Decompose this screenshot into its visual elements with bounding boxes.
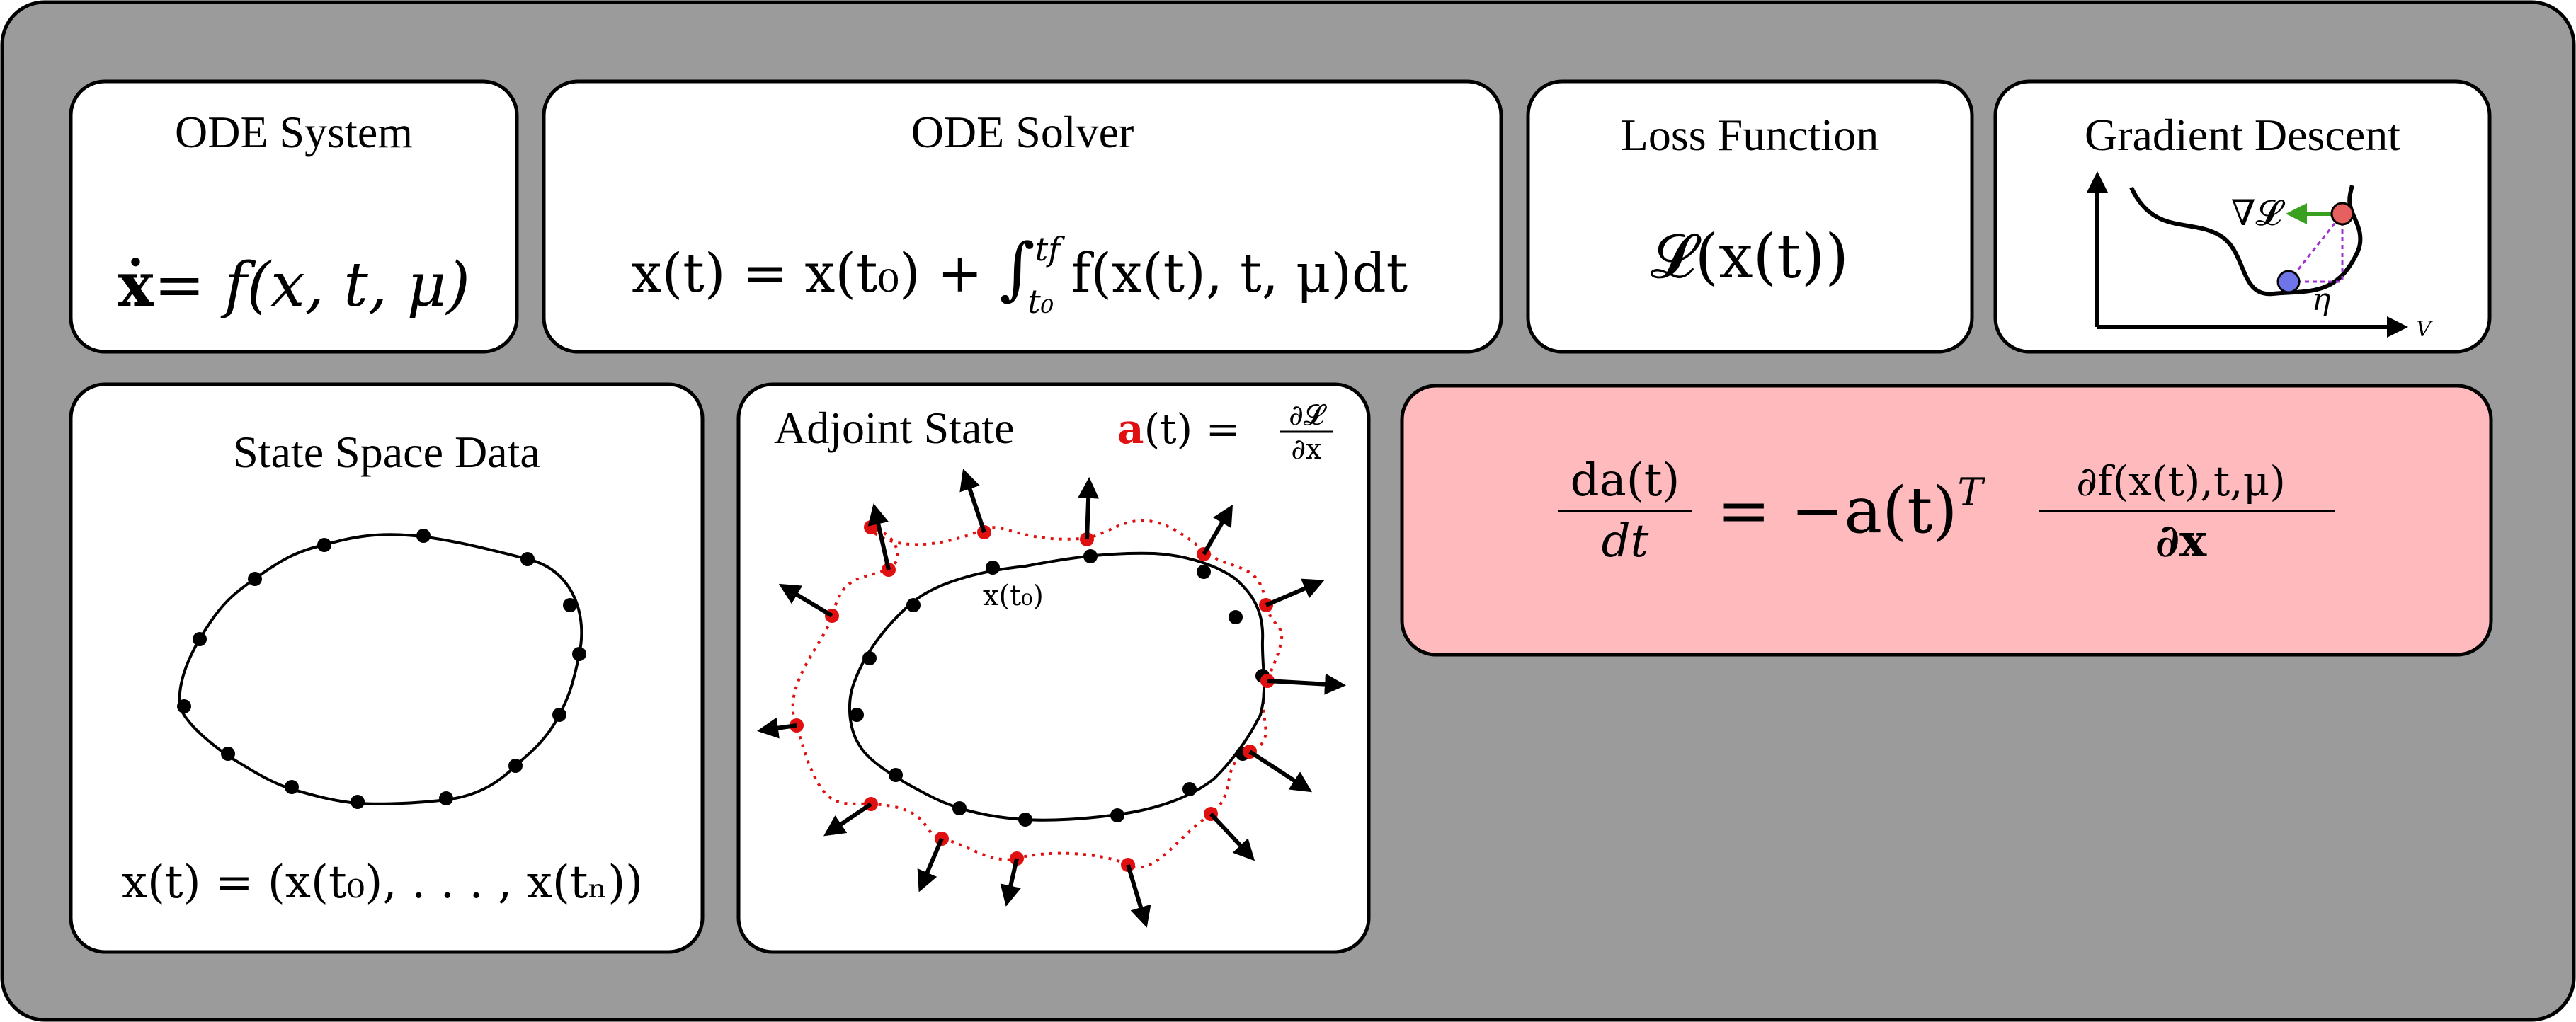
gradient-step-hypotenuse xyxy=(2287,213,2344,282)
panel-title: ODE Solver xyxy=(911,107,1134,157)
panel-title: Gradient Descent xyxy=(2085,110,2400,160)
axis-label: V xyxy=(2416,317,2434,342)
equation-middle: = −a(t)T xyxy=(1717,470,1985,548)
step-label: η xyxy=(2312,282,2330,318)
solver-lhs: x(t) = x(t₀) + xyxy=(632,241,1000,304)
lhs-denominator: dt xyxy=(1602,515,1649,568)
adjoint-symbol: a xyxy=(1117,405,1144,453)
gradient-step-triangle xyxy=(2289,214,2344,283)
adjoint-state-panel: Adjoint State a(t) = ∂𝓛 ∂x x(t₀) xyxy=(736,382,1371,954)
loss-function-panel: Loss Function 𝓛(x(t)) xyxy=(1526,79,1974,354)
panel-title: Adjoint State xyxy=(774,403,1015,453)
adjoint-equation-panel: da(t) dt = −a(t)T ∂f(x(t),t,μ) ∂x xyxy=(1400,384,2493,657)
transpose-superscript: T xyxy=(1957,470,1985,515)
adjoint-definition-rest: (t) = xyxy=(1144,405,1241,453)
panel-title: Loss Function xyxy=(1621,110,1879,160)
gradient-descent-panel: Gradient Descent V ∇𝓛 η xyxy=(1993,79,2492,354)
integral-lower-limit: t₀ xyxy=(1027,282,1054,321)
state-space-panel: State Space Data x(t) = (x(t₀), . . . , … xyxy=(69,382,705,954)
state-derivative: ẋ xyxy=(118,249,154,321)
ode-system-panel: ODE System ẋ= f(x, t, μ) xyxy=(69,79,519,354)
panel-title: ODE System xyxy=(175,107,413,157)
lhs-numerator: da(t) xyxy=(1571,454,1680,507)
rhs-denominator: ∂x xyxy=(2155,515,2207,568)
ode-solver-panel: ODE Solver x(t) = x(t₀) + ∫tf t₀ f(x(t), … xyxy=(542,79,1503,354)
ode-system-rhs: = f(x, t, μ) xyxy=(154,250,470,321)
adjoint-fraction-denominator: ∂x xyxy=(1291,433,1322,466)
current-point xyxy=(2330,202,2354,226)
adjoint-arrows xyxy=(757,469,1346,928)
adjoint-fraction-numerator: ∂𝓛 xyxy=(1289,399,1328,432)
ode-solver-formula: x(t) = x(t₀) + ∫tf t₀ f(x(t), t, μ)dt xyxy=(632,229,1408,321)
panel-title: State Space Data xyxy=(233,427,540,477)
loss-formula: 𝓛(x(t)) xyxy=(1651,222,1849,292)
equation-middle-term: = −a(t) xyxy=(1717,473,1957,548)
gradient-label: ∇𝓛 xyxy=(2231,193,2286,234)
updated-point xyxy=(2276,270,2301,294)
trajectory-samples xyxy=(177,529,586,809)
adjoint-definition: a(t) = xyxy=(1117,405,1240,453)
ode-system-formula: ẋ= f(x, t, μ) xyxy=(118,249,470,321)
integral-sign: ∫ xyxy=(1000,229,1035,308)
initial-state-label: x(t₀) xyxy=(983,580,1044,612)
adjoint-red-curve xyxy=(791,519,1284,869)
integrand: f(x(t), t, μ)dt xyxy=(1054,241,1408,304)
rhs-numerator: ∂f(x(t),t,μ) xyxy=(2076,457,2286,505)
integral-upper-limit: tf xyxy=(1035,230,1065,268)
state-space-formula: x(t) = (x(t₀), . . . , x(tₙ)) xyxy=(122,856,643,909)
